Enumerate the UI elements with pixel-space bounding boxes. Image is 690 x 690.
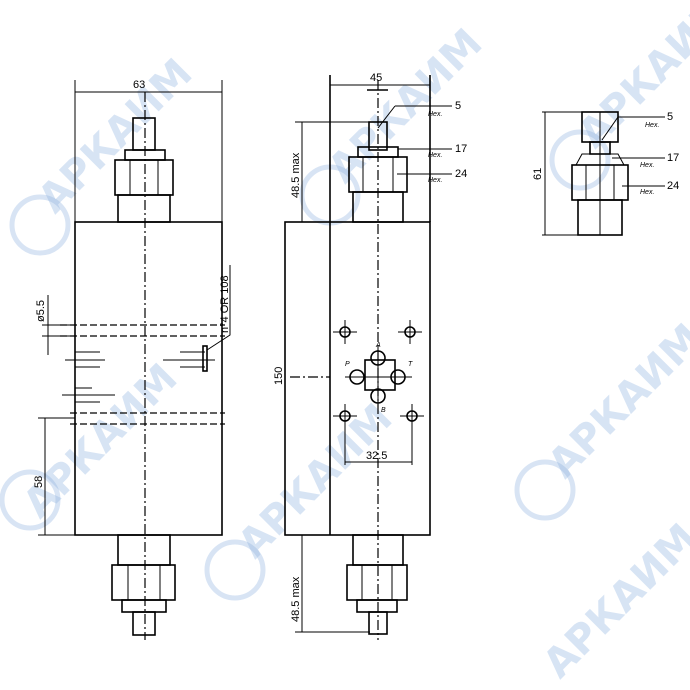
svg-text:АРКАИМ: АРКАИМ bbox=[30, 50, 202, 222]
svg-text:B: B bbox=[381, 407, 386, 414]
svg-text:Hex.: Hex. bbox=[640, 162, 654, 169]
left-view: 63 ø5.5 n°4 OR 108 58 bbox=[33, 79, 231, 640]
svg-text:Hex.: Hex. bbox=[645, 122, 659, 129]
dim-58: 58 bbox=[33, 476, 45, 488]
svg-text:АРКАИМ: АРКАИМ bbox=[540, 315, 690, 487]
right-view: 61 5 Hex. 17 Hex. 24 Hex. bbox=[532, 111, 679, 236]
svg-text:17: 17 bbox=[455, 143, 467, 155]
svg-text:Hex.: Hex. bbox=[428, 111, 442, 118]
svg-text:АРКАИМ: АРКАИМ bbox=[535, 515, 690, 687]
dim-top-height: 48.5 max bbox=[290, 152, 302, 198]
dim-length-150: 150 bbox=[273, 367, 285, 385]
svg-text:P: P bbox=[345, 361, 350, 368]
oring-note: n°4 OR 108 bbox=[219, 275, 231, 333]
dim-61: 61 bbox=[532, 168, 544, 180]
svg-text:T: T bbox=[408, 361, 413, 368]
svg-text:24: 24 bbox=[667, 180, 679, 192]
dim-width-63: 63 bbox=[133, 79, 145, 91]
svg-text:5: 5 bbox=[667, 111, 673, 123]
svg-text:5: 5 bbox=[455, 100, 461, 112]
dim-32-5: 32.5 bbox=[366, 450, 387, 462]
dim-width-45: 45 bbox=[370, 72, 382, 84]
middle-view: 45 5 Hex. 17 Hex. 24 Hex. 48.5 max 150 A… bbox=[273, 72, 467, 640]
svg-text:АРКАИМ: АРКАИМ bbox=[570, 0, 690, 157]
svg-text:A: A bbox=[375, 342, 381, 349]
svg-text:АРКАИМ: АРКАИМ bbox=[15, 355, 187, 527]
svg-text:17: 17 bbox=[667, 152, 679, 164]
svg-text:Hex.: Hex. bbox=[428, 177, 442, 184]
svg-text:Hex.: Hex. bbox=[428, 152, 442, 159]
dim-bottom-height: 48.5 max bbox=[290, 576, 302, 622]
port-pattern: A P T B bbox=[345, 342, 413, 414]
dim-hole-diameter: ø5.5 bbox=[35, 300, 47, 322]
svg-text:АРКАИМ: АРКАИМ bbox=[230, 395, 402, 567]
svg-text:Hex.: Hex. bbox=[640, 189, 654, 196]
svg-text:24: 24 bbox=[455, 168, 467, 180]
